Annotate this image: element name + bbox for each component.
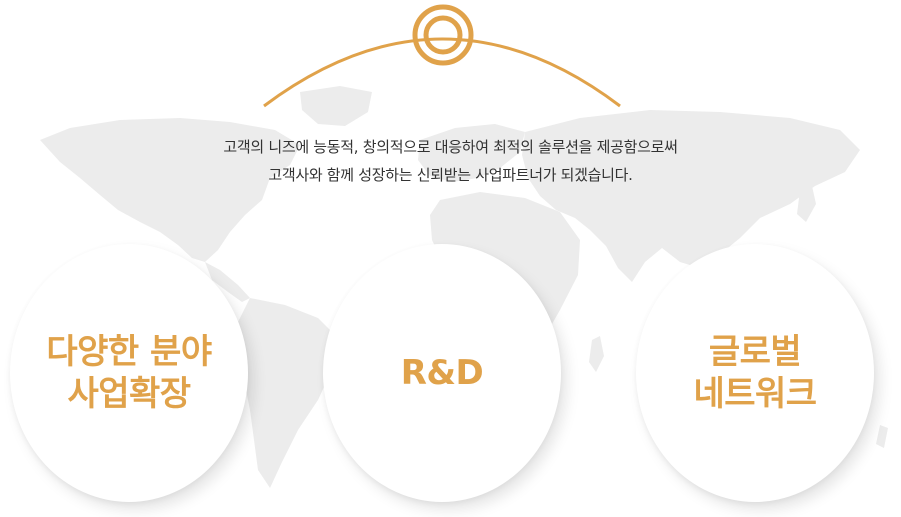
intro-line-1: 고객의 니즈에 능동적, 창의적으로 대응하여 최적의 솔루션을 제공함으로써 <box>223 138 678 156</box>
circle-1-line-2: 사업확장 <box>67 374 191 414</box>
intro-text: 고객의 니즈에 능동적, 창의적으로 대응하여 최적의 솔루션을 제공함으로써 … <box>0 133 901 189</box>
rnd-circle: R&D <box>323 244 561 502</box>
circle-3-line-1: 글로벌 <box>708 332 802 372</box>
global-network-circle: 글로벌 네트워크 <box>636 244 874 502</box>
ring-inner <box>423 15 463 55</box>
orbit-arc <box>263 37 621 108</box>
business-expansion-circle: 다양한 분야 사업확장 <box>10 244 248 502</box>
ring-outer <box>412 4 474 66</box>
orbit-ring-icon <box>263 4 621 108</box>
intro-line-2: 고객사와 함께 성장하는 신뢰받는 사업파트너가 되겠습니다. <box>268 166 633 184</box>
circle-2-line-1: R&D <box>400 353 484 393</box>
circle-3-line-2: 네트워크 <box>693 374 817 414</box>
circle-1-line-1: 다양한 분야 <box>46 332 212 372</box>
